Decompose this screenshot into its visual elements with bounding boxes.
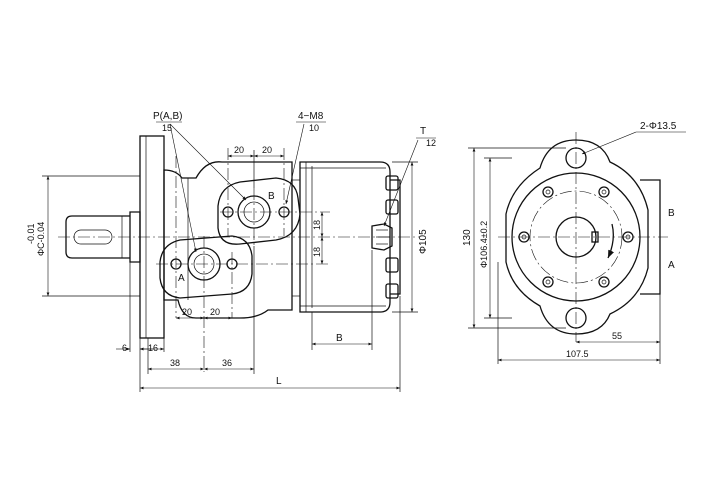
label-bolts-qty: 10	[309, 123, 319, 133]
front-label-port-a: A	[668, 260, 675, 271]
dim-18-upper: 18	[312, 220, 322, 230]
end-bolt-1	[385, 175, 399, 191]
dim-20-bottom-right: 20	[210, 307, 220, 317]
dim-shaft-tol-lower: ΦC-0.04	[36, 222, 46, 256]
label-port-a: A	[178, 273, 185, 284]
end-cap	[390, 179, 401, 295]
dim-55: 55	[612, 331, 622, 341]
dim-20-top-left: 20	[234, 145, 244, 155]
front-view: 2-Φ13.5 130 Φ106.4±0.2 55 107.5 B A	[462, 121, 686, 364]
label-drain: T	[420, 126, 426, 137]
dim-16: 16	[148, 343, 158, 353]
dim-36: 36	[222, 358, 232, 368]
front-bolt-5	[542, 276, 554, 288]
label-bolts: 4−M8	[298, 111, 324, 122]
side-view: P(A,B) 15 4−M8 10 T 12 B A 20 20 20 20 1…	[26, 111, 436, 392]
dim-20-bottom-left: 20	[182, 307, 192, 317]
front-bolt-2	[598, 186, 610, 198]
label-ports-qty: 15	[162, 123, 172, 133]
front-flange-outline	[505, 139, 649, 335]
label-drain-qty: 12	[426, 138, 436, 148]
dim-20-top-right: 20	[262, 145, 272, 155]
dim-b: B	[336, 333, 343, 344]
front-bolt-1	[542, 186, 554, 198]
dim-130: 130	[462, 229, 473, 246]
dim-1075: 107.5	[566, 349, 589, 359]
end-bolt-3	[385, 257, 399, 273]
dim-18-lower: 18	[312, 247, 322, 257]
port-plate-a	[159, 235, 253, 299]
front-label-port-b: B	[668, 208, 675, 219]
end-bolt-4	[385, 283, 399, 299]
dim-dia-1064: Φ106.4±0.2	[479, 221, 489, 268]
front-bolt-6	[598, 276, 610, 288]
end-bolt-2	[385, 199, 399, 215]
label-mount-holes: 2-Φ13.5	[640, 121, 677, 132]
dim-dia-105: Φ105	[418, 229, 429, 254]
label-port-b: B	[268, 191, 275, 202]
dim-38: 38	[170, 358, 180, 368]
label-ports: P(A,B)	[153, 111, 182, 122]
rotation-arrow	[607, 223, 615, 259]
dim-l: L	[276, 376, 282, 387]
port-plate-b	[217, 177, 301, 245]
dim-6: 6	[122, 343, 127, 353]
motor-body	[299, 161, 391, 313]
dim-shaft-tol-upper: -0.01	[26, 223, 36, 244]
